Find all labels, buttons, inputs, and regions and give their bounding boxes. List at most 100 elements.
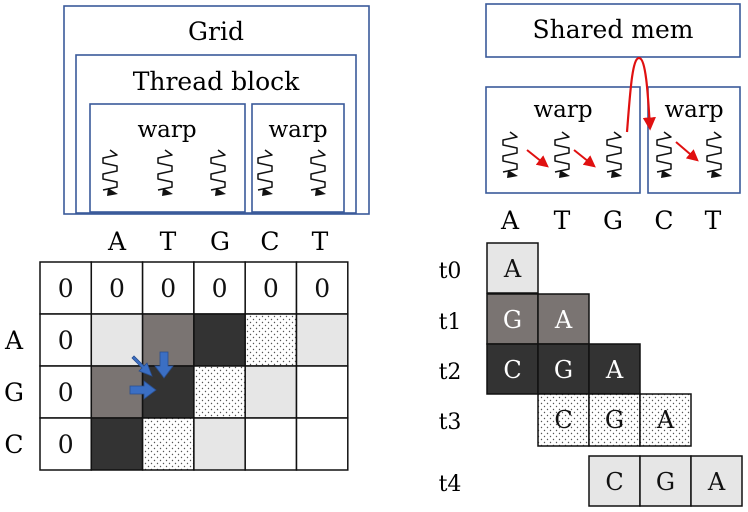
left-col-letter: G (210, 227, 230, 256)
warp-label-left-1: warp (137, 117, 196, 143)
diagonal-cell-letter: A (554, 306, 573, 334)
diagonal-cell-letter: G (503, 306, 522, 334)
diagonal-cell-letter: C (503, 356, 521, 384)
matrix-cell (90, 417, 144, 471)
matrix-cell (39, 365, 93, 419)
diagonal-cell (588, 393, 641, 447)
left-col-letter: T (312, 227, 329, 256)
shared-memory-section: Shared mem warp warp A T G C T (485, 3, 741, 235)
right-col-letter: G (603, 206, 623, 235)
warp-label-right-2: warp (664, 97, 723, 123)
matrix-cell (244, 417, 298, 471)
time-label: t3 (439, 410, 462, 435)
diagonal-cell-letter: A (656, 406, 675, 434)
thread-right-warp2-1 (656, 131, 672, 178)
diagonal-cell-letter: C (554, 406, 572, 434)
right-col-letter: A (500, 206, 520, 235)
left-row-letter: A (4, 326, 24, 355)
matrix-cell (295, 313, 349, 367)
left-col-letter: C (260, 227, 279, 256)
thread-left-warp1-2 (157, 149, 173, 196)
thread-right-warp1-3 (606, 131, 622, 178)
time-label: t4 (439, 472, 462, 497)
warp-label-right-1: warp (533, 97, 592, 123)
right-threads (502, 131, 722, 178)
thread-right-warp1-2 (554, 131, 570, 178)
left-col-letter: T (160, 227, 177, 256)
matrix-cell (244, 313, 298, 367)
diagonal-cell (486, 343, 539, 395)
matrix-cell-value: 0 (58, 326, 74, 355)
left-col-letter: A (107, 227, 127, 256)
diagonal-cell-letter: A (503, 255, 522, 283)
right-col-letter: T (705, 206, 722, 235)
diagonal-cell (537, 343, 590, 395)
matrix-cell (193, 417, 246, 471)
matrix-cell (295, 417, 349, 471)
diagonal-cell (486, 242, 539, 294)
matrix-cell (39, 417, 93, 471)
thread-left-warp1-3 (210, 149, 226, 196)
blue-arrow-right (129, 380, 157, 400)
matrix-cell (244, 365, 298, 419)
thread-left-warp2-1 (257, 149, 273, 196)
time-label: t2 (439, 360, 462, 385)
shared-mem-label: Shared mem (532, 15, 693, 44)
red-arrow-2 (573, 149, 596, 168)
blue-arrow-diagonal (131, 355, 153, 377)
warp-box-left-2 (251, 103, 345, 213)
thread-block-label: Thread block (133, 67, 300, 96)
matrix-cell-value: 0 (212, 274, 228, 303)
warp-box-right-2 (647, 86, 741, 194)
left-row-letters: AGC (4, 326, 24, 459)
red-arrow-3 (675, 141, 699, 162)
matrix-cell (295, 261, 349, 315)
blue-arrow-down (154, 351, 174, 379)
grid-box (63, 5, 370, 215)
thread-right-warp1-1 (502, 131, 518, 178)
warp-label-left-2: warp (268, 117, 327, 143)
diagonal-cell-letter: C (605, 468, 623, 496)
diagonal-cell-letter: G (605, 406, 624, 434)
diagonal-cell (690, 455, 743, 507)
matrix-cell (193, 313, 246, 367)
diagonal-cell (537, 393, 590, 447)
matrix-cell-value: 0 (314, 274, 330, 303)
thread-left-warp1-1 (102, 149, 118, 196)
matrix-cell-value: 0 (263, 274, 279, 303)
diagonal-cell (537, 293, 590, 345)
right-col-letter: C (654, 206, 673, 235)
diagonal-cell (588, 343, 641, 395)
left-row-letter: G (4, 378, 24, 407)
warp-box-right-1 (485, 86, 641, 194)
diagonal-cell-letter: G (554, 356, 573, 384)
diagonal-cell (588, 455, 641, 507)
matrix-cell-value: 0 (160, 274, 176, 303)
matrix-cell-value: 0 (58, 378, 74, 407)
thread-right-warp2-2 (706, 131, 722, 178)
grid-hierarchy: Grid Thread block warp warp A T G C T (63, 5, 370, 256)
diagonal-cell (486, 293, 539, 345)
right-col-letter: T (554, 206, 571, 235)
left-row-letter: C (4, 430, 23, 459)
matrix-cell (39, 261, 93, 315)
thread-block-box (75, 54, 357, 214)
red-arc-shared-mem (625, 56, 656, 133)
matrix-cell-value: 0 (58, 430, 74, 459)
matrix-cell (295, 365, 349, 419)
warp-box-left-1 (89, 103, 246, 213)
shared-mem-box (485, 3, 741, 58)
dependency-arrows (129, 351, 174, 400)
left-threads (102, 149, 326, 196)
grid-label: Grid (188, 17, 244, 46)
matrix-cell-value: 0 (109, 274, 125, 303)
diagonal-cell-letter: A (707, 468, 726, 496)
time-label: t1 (439, 310, 462, 335)
matrix-cell (141, 417, 195, 471)
